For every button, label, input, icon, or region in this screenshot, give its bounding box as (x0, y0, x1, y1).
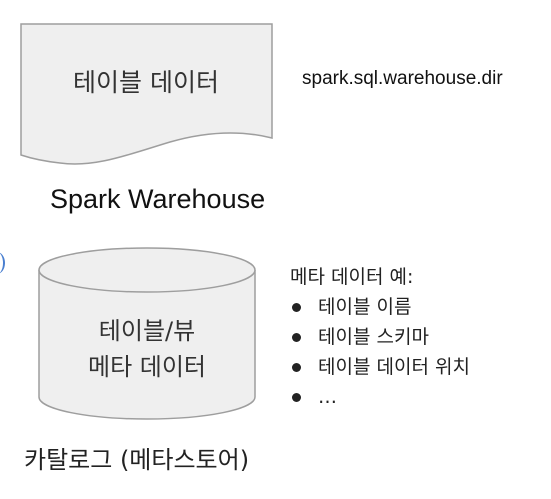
bullet-icon (292, 303, 301, 312)
list-item-text: 테이블 이름 (318, 296, 412, 318)
bullet-icon (292, 333, 301, 342)
list-item-text: … (318, 386, 337, 408)
metadata-examples-heading: 메타 데이터 예: (290, 266, 414, 288)
metastore-cylinder-body (38, 270, 256, 420)
edge-arc-decoration (0, 252, 5, 274)
table-data-document-shape (20, 23, 273, 165)
list-item-text: 테이블 데이터 위치 (318, 356, 470, 378)
list-item: … (290, 382, 518, 412)
list-item: 테이블 데이터 위치 (290, 352, 518, 382)
spark-warehouse-caption: Spark Warehouse (50, 184, 266, 214)
table-data-document-label: 테이블 데이터 (73, 68, 219, 97)
bullet-icon (292, 363, 301, 372)
bullet-icon (292, 393, 301, 402)
catalog-metastore-caption: 카탈로그 (메타스토어) (24, 446, 250, 474)
list-item: 테이블 이름 (290, 292, 518, 322)
list-item: 테이블 스키마 (290, 322, 518, 352)
metastore-label-line2: 메타 데이터 (88, 353, 206, 381)
metadata-examples-list: 테이블 이름 테이블 스키마 테이블 데이터 위치 … (290, 292, 518, 412)
list-item-text: 테이블 스키마 (318, 326, 429, 348)
warehouse-config-key: spark.sql.warehouse.dir (302, 68, 503, 89)
metadata-examples: 메타 데이터 예: 테이블 이름 테이블 스키마 테이블 데이터 위치 … (290, 262, 518, 412)
metastore-label-line1: 테이블/뷰 (99, 317, 195, 345)
metastore-cylinder-top (38, 247, 256, 293)
